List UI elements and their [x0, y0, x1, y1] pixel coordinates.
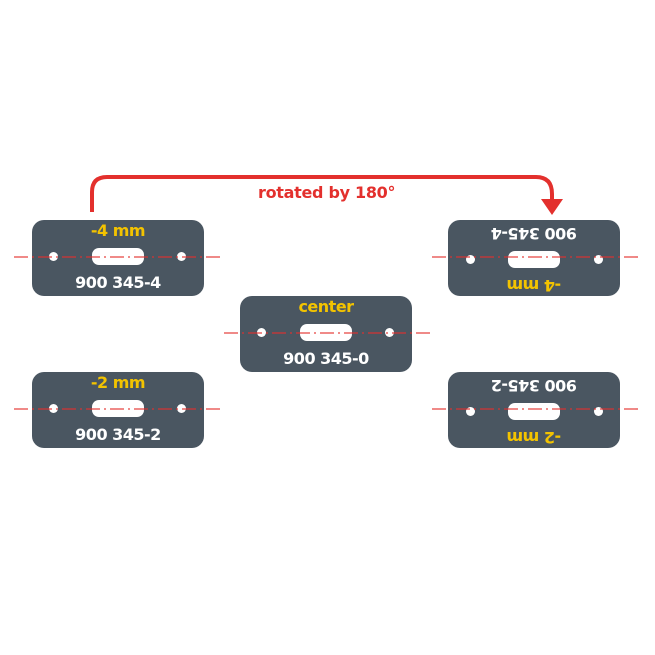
- size-label: -4 mm: [90, 221, 146, 240]
- part-number: 900 345-4: [491, 224, 577, 243]
- plate-minus-2mm-rotated: -2 mm 900 345-2: [448, 372, 620, 448]
- mounting-hole-left: [594, 407, 603, 416]
- mounting-hole-left: [257, 328, 266, 337]
- mounting-hole-right: [385, 328, 394, 337]
- size-label: -4 mm: [506, 276, 562, 295]
- slot-hole: [92, 400, 144, 417]
- size-label: -2 mm: [90, 373, 146, 392]
- rotation-caption: rotated by 180°: [258, 183, 396, 202]
- mounting-hole-right: [466, 255, 475, 264]
- slot-hole: [508, 403, 560, 420]
- slot-hole: [300, 324, 352, 341]
- arrow-head-icon: [541, 199, 563, 215]
- mounting-hole-left: [49, 252, 58, 261]
- size-label: center: [298, 297, 354, 316]
- mounting-hole-left: [594, 255, 603, 264]
- plate-minus-4mm-rotated: -4 mm 900 345-4: [448, 220, 620, 296]
- size-label: -2 mm: [506, 428, 562, 447]
- slot-hole: [508, 251, 560, 268]
- mounting-hole-right: [177, 252, 186, 261]
- plate-minus-2mm: -2 mm 900 345-2: [32, 372, 204, 448]
- part-number: 900 345-2: [491, 376, 577, 395]
- plate-center: center 900 345-0: [240, 296, 412, 372]
- part-number: 900 345-0: [283, 349, 369, 368]
- mounting-hole-right: [177, 404, 186, 413]
- mounting-hole-right: [466, 407, 475, 416]
- slot-hole: [92, 248, 144, 265]
- plate-minus-4mm: -4 mm 900 345-4: [32, 220, 204, 296]
- part-number: 900 345-4: [75, 273, 161, 292]
- mounting-hole-left: [49, 404, 58, 413]
- part-number: 900 345-2: [75, 425, 161, 444]
